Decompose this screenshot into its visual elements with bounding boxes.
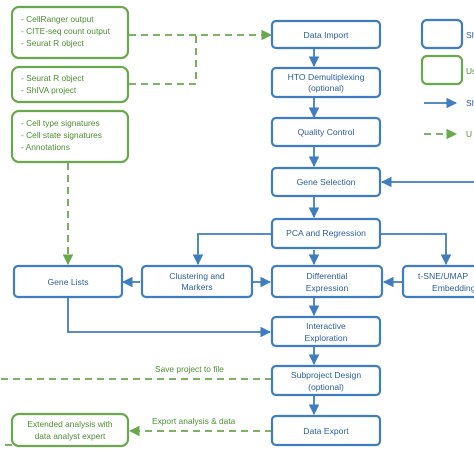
svg-text:Differential: Differential [307, 271, 348, 281]
step-clustering-markers: Clustering and Markers [140, 264, 254, 299]
svg-text:Gene Selection: Gene Selection [297, 177, 356, 187]
legend-user-box [420, 54, 464, 86]
input3-line1: - Cell type signatures [21, 118, 100, 128]
input-box-seurat: - Seurat R object - ShIVA project [10, 65, 130, 104]
step-gene-selection: Gene Selection [270, 166, 382, 198]
legend-shiva-box-label: Sh [466, 30, 474, 40]
edge-label-save: Save project to file [155, 364, 224, 374]
svg-text:Embedding: Embedding [432, 283, 474, 293]
step-interactive-exploration: Interactive Exploration [270, 315, 382, 348]
shiva-arrows [67, 48, 474, 416]
arrow-pca-to-clustering [192, 233, 272, 266]
svg-text:Data Export: Data Export [303, 426, 349, 436]
input2-line2: - ShIVA project [21, 85, 77, 95]
input3-line3: - Annotations [21, 142, 70, 152]
svg-text:Exploration: Exploration [305, 333, 348, 343]
svg-text:(optional): (optional) [308, 382, 344, 392]
input3-line2: - Cell state signatures [21, 130, 102, 140]
arrow-pca-to-tsne [356, 233, 452, 266]
svg-text:t-SNE/UMAP: t-SNE/UMAP [418, 271, 468, 281]
svg-text:Interactive: Interactive [306, 321, 346, 331]
svg-text:HTO Demultiplexing: HTO Demultiplexing [288, 72, 365, 82]
edge-label-export: Export analysis & data [152, 416, 236, 426]
user-arrows [0, 29, 273, 446]
svg-text:Expression: Expression [306, 283, 349, 293]
svg-text:PCA and Regression: PCA and Regression [286, 228, 366, 238]
input-box-outputs: - CellRanger output - CITE-seq count out… [10, 5, 130, 60]
svg-text:Subproject Design: Subproject Design [291, 370, 361, 380]
extended-analysis-box: Extended analysis with data analyst expe… [10, 412, 130, 448]
extended-line1: Extended analysis with [27, 419, 113, 429]
input-box-signatures: - Cell type signatures - Cell state sign… [10, 109, 130, 164]
input1-line3: - Seurat R object [21, 38, 85, 48]
arrow-input2-to-import [129, 35, 197, 85]
step-pca-regression: PCA and Regression [270, 217, 382, 250]
svg-text:Gene Lists: Gene Lists [47, 277, 88, 287]
arrow-gene-lists-to-interactive [67, 298, 272, 338]
step-tsne-umap: t-SNE/UMAP Embedding [401, 264, 474, 299]
legend-shiva-box [420, 18, 464, 50]
step-gene-lists: Gene Lists [12, 264, 124, 299]
step-hto-demultiplexing: HTO Demultiplexing (optional) [270, 66, 382, 99]
legend-user-box-label: Us [466, 66, 474, 76]
step-subproject-design: Subproject Design (optional) [270, 364, 382, 397]
svg-text:Markers: Markers [181, 282, 212, 292]
input1-line1: - CellRanger output [21, 14, 94, 24]
svg-text:Clustering and: Clustering and [169, 271, 225, 281]
step-differential-expression: Differential Expression [270, 264, 384, 299]
extended-line2: data analyst expert [35, 431, 106, 441]
step-data-export: Data Export [270, 414, 382, 447]
svg-text:(optional): (optional) [308, 83, 344, 93]
legend: Sh Us Sh U [420, 18, 474, 140]
legend-shiva-arrow-label: Sh [466, 98, 474, 108]
input2-line1: - Seurat R object [21, 73, 85, 83]
input1-line2: - CITE-seq count output [21, 26, 111, 36]
step-data-import: Data Import [270, 19, 382, 50]
step-quality-control: Quality Control [270, 116, 382, 148]
svg-text:Quality Control: Quality Control [298, 127, 355, 137]
svg-text:Data Import: Data Import [304, 30, 350, 40]
legend-user-arrow-label: U [466, 129, 472, 139]
